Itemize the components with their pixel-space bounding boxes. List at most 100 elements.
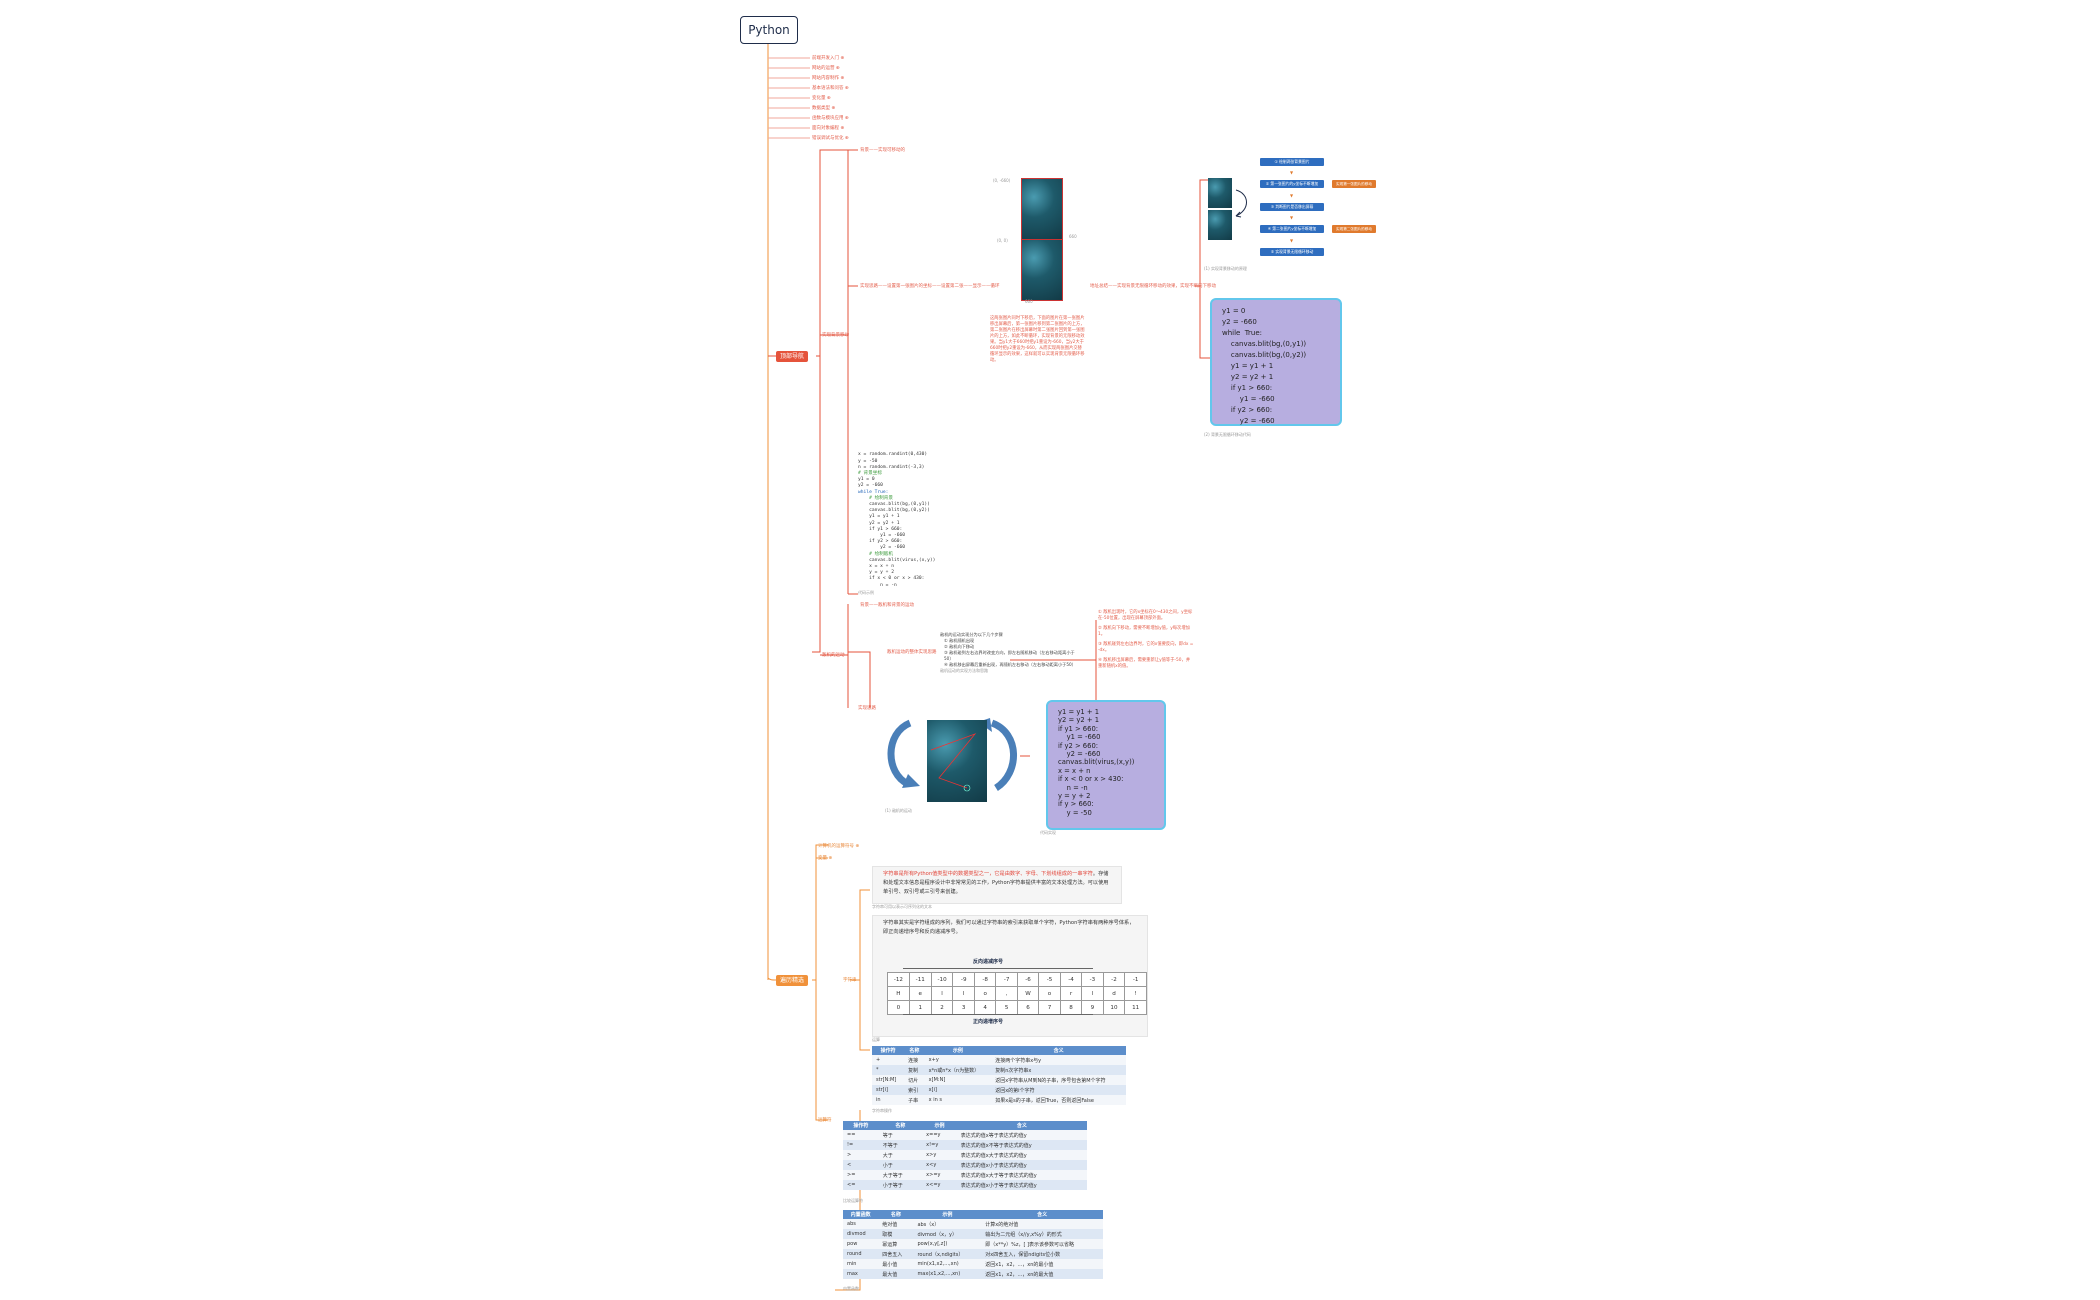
code-line: if x < 0 or x > 430:	[858, 576, 925, 582]
table-header-cell: 含义	[956, 1121, 1087, 1130]
string-index-text: 字符串其实是字符组成的序列，我们可以通过字符串的索引来获取单个字符，Python…	[883, 920, 1135, 935]
pos-index-cell: 3	[952, 1000, 975, 1015]
flow-step-5[interactable]: ⑤ 实现背景无限循环移动	[1260, 248, 1324, 256]
table-cell: pow	[843, 1239, 879, 1249]
code-line: y = y + 2	[858, 570, 894, 576]
table-cell: <=	[843, 1180, 879, 1190]
s1-topic-c[interactable]: 实现思路——设置第一张图片的坐标——设置第二张——显示——循环	[860, 284, 1000, 289]
s2-topic-b[interactable]: 敌机的运动	[822, 653, 845, 658]
t2-note: 比较运算符	[843, 1198, 863, 1203]
step-1: ① 敌机随机出现	[944, 638, 975, 643]
table-cell: 绝对值	[878, 1219, 914, 1229]
char-cell: e	[908, 986, 932, 1001]
string-intro-card: 字符串是所有Python值类型中的数据类型之一，它是由数字、字母、下划线组成的一…	[872, 866, 1122, 904]
step-4: ④ 敌机移出屏幕后重新出现，再随机左右移动（左右移动距离小于50）	[944, 662, 1076, 667]
root-node[interactable]: Python	[740, 16, 798, 44]
table-cell: +	[872, 1055, 905, 1065]
enemy-code-caption: 代码实现	[1040, 830, 1056, 835]
s1-topic-b[interactable]: 实现背景移动	[822, 333, 849, 338]
table-cell: 最大值	[878, 1269, 914, 1279]
s1-topic-a[interactable]: 背景——实现可移动的	[860, 148, 905, 153]
table-cell: x[M:N]	[924, 1075, 992, 1085]
s3-topic-b[interactable]: 变量 ⊕	[818, 856, 833, 861]
table-header-cell: 示例	[913, 1210, 982, 1219]
flow-step-3[interactable]: ③ 判断图片是否移出屏幕	[1260, 203, 1324, 211]
flow-mini-bg-top	[1208, 178, 1232, 208]
s3-topic-c[interactable]: 字符串	[843, 978, 857, 983]
enemy-notes: ① 敌机出现时，它的x坐标在0～430之间，y坐标在-50位置，出现在屏幕顶部外…	[1098, 610, 1194, 670]
char-cell: !	[1124, 986, 1147, 1001]
table-cell: ==	[843, 1130, 879, 1140]
table-cell: 取模	[878, 1229, 914, 1239]
top-topic-9[interactable]: 错误调试与优化 ⊕	[812, 136, 849, 141]
table-cell: abs（x）	[913, 1219, 982, 1229]
branch-node-2[interactable]: 遍历精选	[776, 975, 809, 986]
string-intro-text: 字符串是所有Python值类型中的数据类型之一，它是由数字、字母、下划线组成的一…	[873, 867, 1121, 900]
top-topic-6[interactable]: 数据类型 ⊕	[812, 106, 836, 111]
flow-note-2[interactable]: 实现第二张图片的移动	[1332, 225, 1376, 233]
flow-mini-bg-bottom	[1208, 210, 1232, 240]
top-topic-2[interactable]: 网站的运营 ⊕	[812, 66, 840, 71]
bg-note: 这两张图片同时下移后，下面的图片在第一张图片移出屏幕后，第一张图片移到第二张图片…	[990, 316, 1085, 363]
flow-step-4[interactable]: ④ 第二张图片y坐标不断增加	[1260, 225, 1324, 233]
enemy-note-3: ③ 敌机碰到左右边界时，它的x值要反向，即dx = -dx。	[1098, 642, 1194, 653]
s2-topic-d[interactable]: 敌机运动的整体实现思路	[887, 650, 937, 655]
enemy-img-caption: (1) 敌机的运动	[885, 808, 912, 813]
s2-topic-a[interactable]: 背景——敌机和背景的运动	[860, 603, 914, 608]
table-cell: !=	[843, 1140, 879, 1150]
top-topic-3[interactable]: 网站内容制作 ⊕	[812, 76, 845, 81]
table-header-cell: 操作符	[843, 1121, 879, 1130]
flow-step-1[interactable]: ① 绘制两张背景图片	[1260, 158, 1324, 166]
code-line: x = random.randint(0,430)	[858, 452, 928, 458]
table-cell: 返回x字符串从M到N的子串，序号包含第M个字符	[991, 1075, 1126, 1085]
s2-topic-c[interactable]: 实现思路	[858, 706, 876, 711]
pos-index-cell: 5	[995, 1000, 1018, 1015]
char-cell: l	[930, 986, 954, 1001]
steps-caption: 敌机运动的实现方法和思路	[940, 668, 988, 673]
table-cell: x<=y	[922, 1180, 957, 1190]
code-line: y2 = y2 + 1	[858, 520, 900, 526]
reverse-index-label: 反向递减序号	[973, 959, 1004, 965]
table-cell: 即（x**y）%z，[ ]表示该参数可以省略	[981, 1239, 1103, 1249]
table-cell: 不等于	[878, 1140, 923, 1150]
top-topic-7[interactable]: 函数与模块应用 ⊕	[812, 116, 849, 121]
table-cell: 对x四舍五入，保留ndigits位小数	[981, 1249, 1103, 1259]
t1-caption: 运算	[872, 1037, 880, 1042]
s3-topic-d[interactable]: 运算符	[818, 1118, 832, 1123]
pos-index-cell: 9	[1081, 1000, 1104, 1015]
axis-label-mid: (0, 0)	[997, 238, 1008, 243]
table-cell: pow(x,y[,z])	[913, 1239, 982, 1249]
table-cell: x+y	[924, 1055, 992, 1065]
string-intro-emphasis: 字符串是所有Python值类型中的数据类型之一，它是由数字、字母、下划线组成的一…	[883, 871, 1093, 877]
flow-step-2[interactable]: ② 第一张图片的y坐标不断增加	[1260, 180, 1324, 188]
code-line: n = -n	[858, 582, 897, 588]
top-topic-8[interactable]: 面向对象编程 ⊕	[812, 126, 845, 131]
neg-index-cell: -2	[1102, 972, 1126, 987]
top-topic-4[interactable]: 基本语法和问答 ⊕	[812, 86, 849, 91]
pos-index-cell: 8	[1059, 1000, 1083, 1015]
flow-arrow-4: ▼	[1290, 238, 1294, 243]
enemy-note-4: ④ 敌机移出屏幕后，需要重新让y值等于-50，并重新随机x的值。	[1098, 658, 1191, 669]
top-topic-5[interactable]: 变化量 ⊕	[812, 96, 831, 101]
code-line: x = x + n	[858, 564, 894, 570]
enemy-note-1: ① 敌机出现时，它的x坐标在0～430之间，y坐标在-50位置，出现在屏幕顶部外…	[1098, 610, 1193, 621]
pos-index-cell: 0	[887, 1000, 910, 1015]
table-header-cell: 名称	[878, 1121, 923, 1130]
top-topic-1[interactable]: 前端开发入门 ⊕	[812, 56, 845, 61]
table-cell: 复制n次字符串x	[991, 1065, 1126, 1075]
flow-arrow-3: ▼	[1290, 215, 1294, 220]
branch-node-1[interactable]: 顶部导航	[776, 351, 809, 362]
string-intro-rest: 。存储和处理文本信息是程序设计中非常常见的工作，Python字符串提供丰富的文本…	[883, 871, 1109, 895]
s1-topic-d[interactable]: 地址总结——实现背景无限循环移动的效果，实现不断向下移动	[1090, 284, 1216, 289]
flow-note-1[interactable]: 实现第一张图片的移动	[1332, 180, 1376, 188]
step-3: ③ 敌机碰到左右边界时改变方向，即左右随机移动（左右移动距离小于50）	[944, 650, 1075, 661]
s3-topic-a[interactable]: 计算机的运算符号 ⊕	[818, 844, 860, 849]
